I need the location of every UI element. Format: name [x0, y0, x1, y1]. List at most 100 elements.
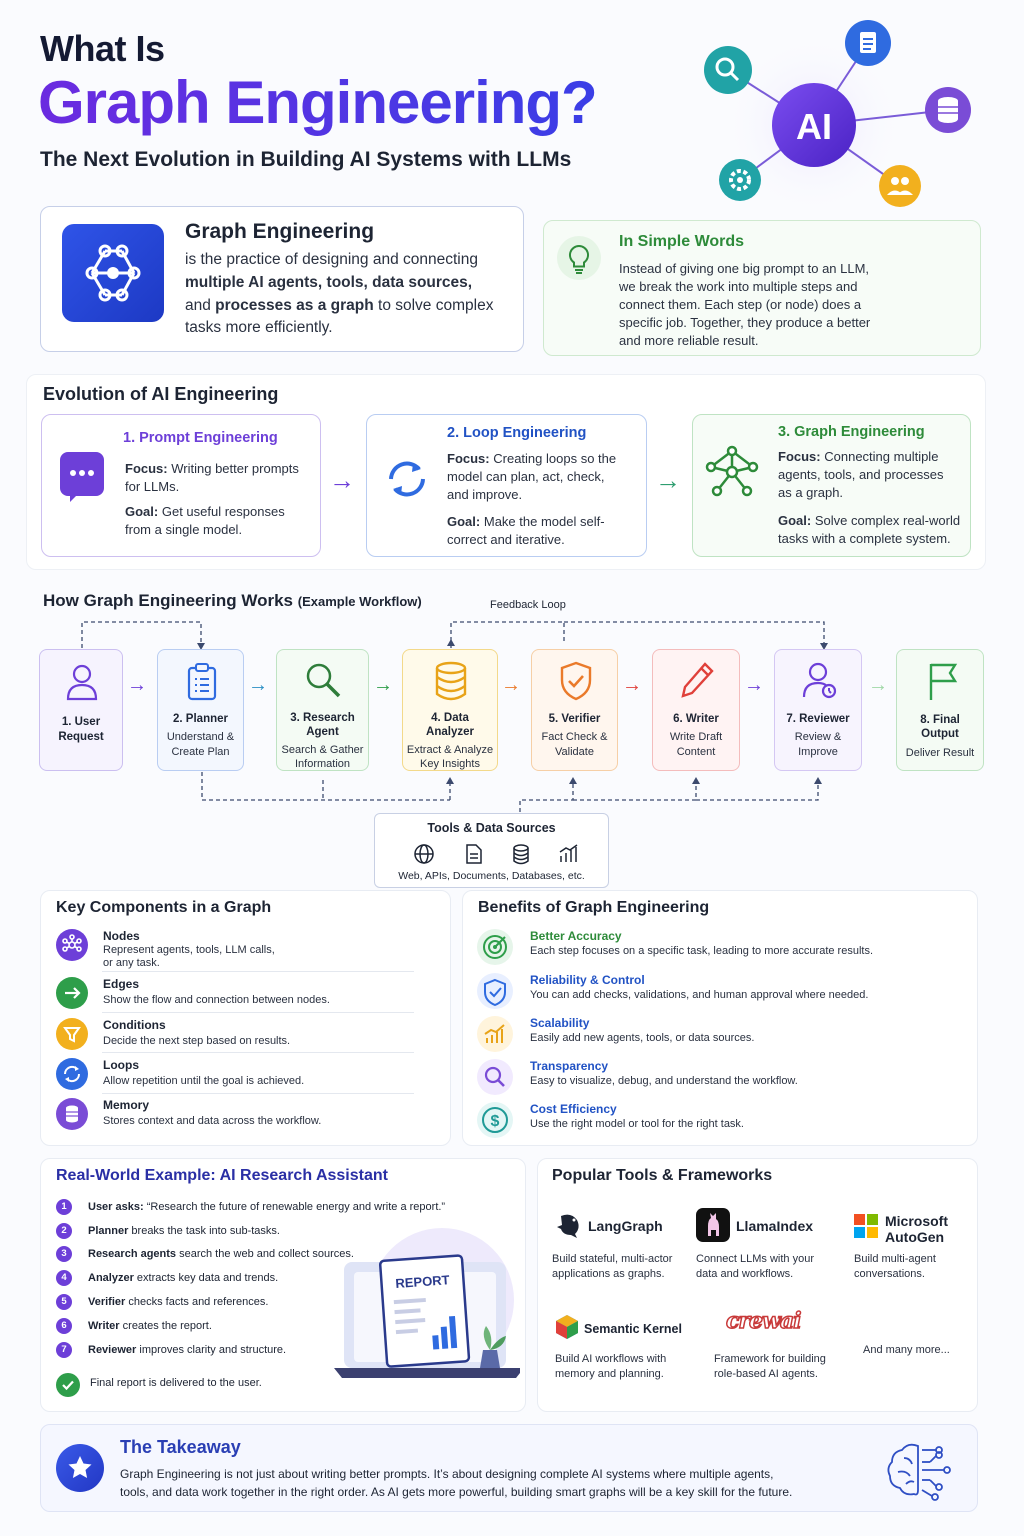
workflow-node-reviewer: 7. Reviewer Review & Improve: [774, 649, 862, 771]
star-icon: [56, 1444, 104, 1492]
svg-text:REPORT: REPORT: [395, 1272, 450, 1291]
filter-icon: [56, 1018, 88, 1050]
gear-icon: [719, 159, 761, 201]
simple-line: and more reliable result.: [619, 333, 759, 348]
flow-arrow-icon: →: [622, 674, 642, 696]
flow-arrow-icon: →: [248, 674, 268, 696]
user-icon: [66, 664, 98, 701]
network-icon: [703, 443, 761, 506]
workflow-node-verifier: 5. Verifier Fact Check & Validate: [531, 649, 618, 771]
evolution-card-title: 3. Graph Engineering: [778, 424, 925, 440]
simple-line: we break the work into multiple steps an…: [619, 279, 858, 294]
brain-circuit-icon: [887, 1443, 951, 1501]
workflow-connectors: [81, 621, 828, 812]
simple-line: connect them. Each step (or node) does a: [619, 297, 862, 312]
microsoft-logo-icon: [854, 1214, 878, 1238]
tool-name-llamaindex: LlamaIndex: [736, 1218, 814, 1234]
nodes-icon: [56, 929, 88, 961]
workflow-node-final-output: 8. Final Output Deliver Result: [896, 649, 984, 771]
tool-name-langgraph: LangGraph: [588, 1218, 663, 1234]
tools-and-more: And many more...: [863, 1344, 950, 1356]
globe-icon: [414, 844, 434, 864]
definition-title: Graph Engineering: [185, 220, 375, 243]
flow-arrow-icon: →: [127, 674, 147, 696]
divider: [102, 1093, 414, 1094]
svg-text:$: $: [491, 1113, 500, 1130]
bar-chart-icon: [559, 844, 578, 862]
title-line-1: What Is: [40, 28, 165, 69]
main-title: Graph Engineering?: [38, 69, 598, 136]
definition-line-1: is the practice of designing and connect…: [185, 251, 478, 268]
definition-line-3: and processes as a graph to solve comple…: [185, 297, 494, 314]
database-icon: [513, 844, 529, 865]
magnifier-icon: [477, 1059, 513, 1095]
key-components-card: [40, 890, 451, 1146]
definition-line-2: multiple AI agents, tools, data sources,: [185, 274, 473, 291]
llama-logo-icon: [696, 1208, 730, 1242]
ai-text-icon: AI: [796, 106, 832, 147]
plant-icon: [480, 1326, 506, 1368]
workflow-node-user-request: 1. User Request: [39, 649, 123, 771]
evolution-title: Evolution of AI Engineering: [43, 384, 279, 404]
simple-words-title: In Simple Words: [619, 233, 745, 250]
loop-icon: [56, 1058, 88, 1090]
divider: [102, 1012, 414, 1013]
tools-data-sources-subtitle: Web, APIs, Documents, Databases, etc.: [398, 870, 585, 882]
simple-words-card: [543, 220, 981, 356]
real-world-title: Real-World Example: AI Research Assistan…: [56, 1167, 388, 1184]
flow-arrow-icon: →: [868, 674, 888, 696]
flag-icon: [929, 663, 958, 700]
clipboard-icon: [187, 663, 217, 701]
pencil-icon: [681, 662, 714, 698]
shield-check-icon: [560, 661, 592, 701]
database-icon: [435, 661, 467, 701]
page-subtitle: The Next Evolution in Building AI System…: [40, 148, 572, 171]
search-icon: [306, 663, 341, 698]
target-icon: [477, 929, 513, 965]
flow-arrow-icon: →: [744, 674, 764, 696]
tools-frameworks-card: [537, 1158, 978, 1412]
shield-check-icon: [477, 973, 513, 1009]
definition-line-4: tasks more efficiently.: [185, 319, 333, 336]
dollar-icon: $: [477, 1102, 513, 1138]
arrow-right-icon: →: [329, 465, 355, 495]
benefits-card: [462, 890, 978, 1146]
tools-data-sources-title: Tools & Data Sources: [427, 821, 556, 835]
evolution-card-title: 1. Prompt Engineering: [123, 430, 278, 446]
workflow-title: How Graph Engineering Works (Example Wor…: [43, 591, 422, 610]
semantic-kernel-logo-icon: [556, 1315, 578, 1339]
loop-arrows-icon: [383, 455, 431, 508]
search-icon: [704, 46, 752, 94]
takeaway-card: [40, 1424, 978, 1512]
database-icon: [925, 87, 971, 133]
svg-text:AI: AI: [796, 106, 832, 147]
arrow-right-icon: [56, 977, 88, 1009]
document-icon: [845, 20, 891, 66]
simple-line: Instead of giving one big prompt to an L…: [619, 261, 870, 276]
graph-node-icon: [62, 224, 164, 322]
lightbulb-icon: [557, 236, 601, 280]
users-icon: [879, 165, 921, 207]
evolution-card-goal: Goal: Make the model self-correct and it…: [447, 514, 605, 547]
takeaway-line: tools, and data work together in the rig…: [120, 1485, 793, 1499]
user-review-icon: [802, 662, 837, 699]
evolution-card-loop: [366, 414, 647, 557]
chat-bubble-icon: [60, 452, 104, 502]
divider: [102, 971, 414, 972]
workflow-node-research-agent: 3. Research Agent Search & Gather Inform…: [276, 649, 369, 771]
